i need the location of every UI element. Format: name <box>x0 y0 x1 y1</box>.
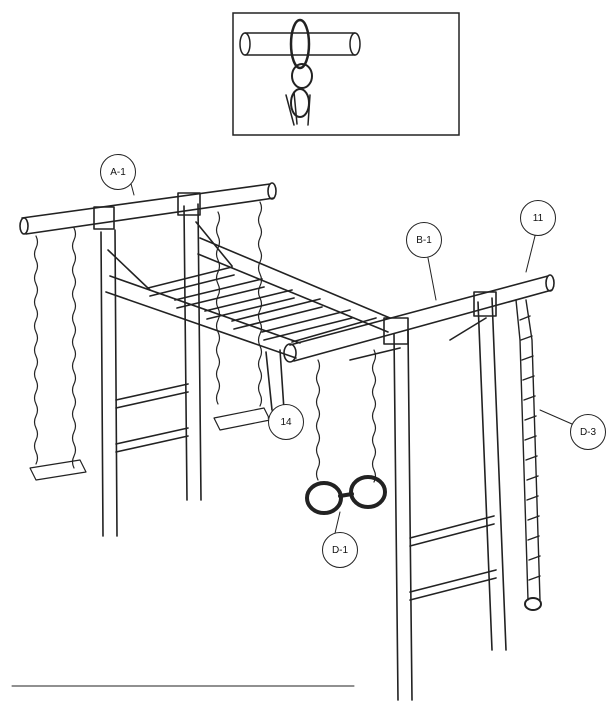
callout-11: 11 <box>520 200 556 236</box>
trapeze-rings <box>305 349 387 515</box>
callout-14: 14 <box>268 404 304 440</box>
callout-d-1: D-1 <box>322 532 358 568</box>
left-swing <box>29 227 87 481</box>
climbing-rope <box>515 299 542 611</box>
callout-d-3: D-3 <box>570 414 606 450</box>
inset-detail <box>232 12 460 136</box>
callout-a-1: A-1 <box>100 154 136 190</box>
callout-b-1: B-1 <box>406 222 442 258</box>
climbing-frame <box>19 182 555 701</box>
